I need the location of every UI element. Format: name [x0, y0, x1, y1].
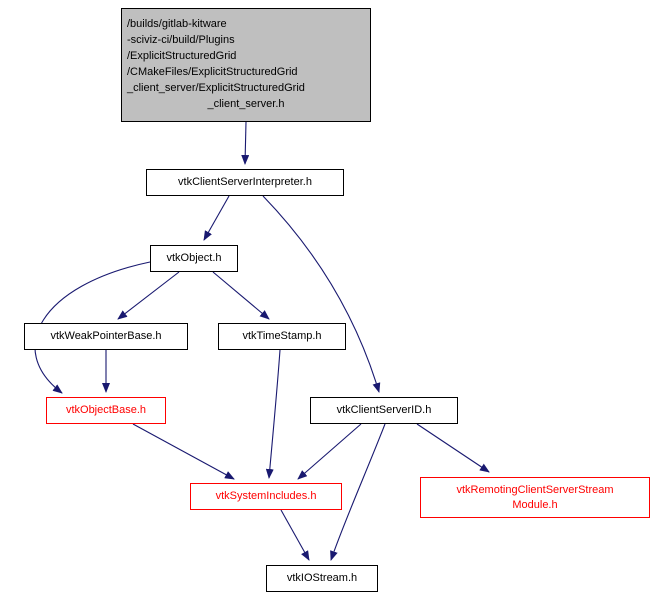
- node-label-line: _client_server.h: [207, 97, 285, 110]
- edge-vtkObjectBase-h-to-vtkSystemIncludes-h: [132, 423, 235, 480]
- node-label-line: Module.h: [512, 498, 558, 511]
- graph-node-root-file: /builds/gitlab-kitware -sciviz-ci/build/P…: [121, 8, 371, 122]
- graph-node-vtkClientServerInterpreter-h[interactable]: vtkClientServerInterpreter.h: [146, 169, 344, 196]
- node-label-line: vtkTimeStamp.h: [242, 330, 322, 343]
- edge-vtkClientServerInterpreter-h-to-vtkObject-h: [203, 195, 230, 241]
- graph-node-vtkTimeStamp-h[interactable]: vtkTimeStamp.h: [218, 323, 346, 350]
- edge-vtkClientServerInterpreter-h-to-vtkClientServerID-h: [262, 195, 381, 393]
- node-label-line: vtkClientServerInterpreter.h: [178, 176, 312, 189]
- node-label-line: vtkObjectBase.h: [65, 404, 147, 417]
- node-label-line: vtkObject.h: [166, 252, 222, 265]
- graph-node-vtkObject-h[interactable]: vtkObject.h: [150, 245, 238, 272]
- node-label-line: vtkIOStream.h: [286, 572, 358, 585]
- edge-vtkObject-h-to-vtkWeakPointerBase-h: [117, 271, 180, 320]
- graph-node-vtkSystemIncludes-h[interactable]: vtkSystemIncludes.h: [190, 483, 342, 510]
- node-label-line: -sciviz-ci/build/Plugins: [127, 34, 235, 47]
- edge-vtkSystemIncludes-h-to-vtkIOStream-h: [280, 509, 310, 561]
- graph-node-vtkObjectBase-h[interactable]: vtkObjectBase.h: [46, 397, 166, 424]
- node-label-line: vtkRemotingClientServerStream: [456, 483, 614, 496]
- node-label-line: /CMakeFiles/ExplicitStructuredGrid: [127, 66, 298, 78]
- edge-vtkClientServerID-h-to-vtkSystemIncludes-h: [297, 423, 362, 480]
- graph-node-vtkWeakPointerBase-h[interactable]: vtkWeakPointerBase.h: [24, 323, 188, 350]
- node-label-line: vtkWeakPointerBase.h: [50, 330, 162, 343]
- edge-root-file-to-vtkClientServerInterpreter-h: [241, 121, 250, 165]
- node-label-line: _client_server/ExplicitStructuredGrid: [127, 81, 305, 94]
- edge-vtkObject-h-to-vtkObjectBase-h: [34, 261, 151, 394]
- node-label-line: /builds/gitlab-kitware: [127, 18, 227, 31]
- node-label-line: vtkSystemIncludes.h: [215, 490, 317, 503]
- graph-node-vtkIOStream-h[interactable]: vtkIOStream.h: [266, 565, 378, 592]
- graph-node-vtkClientServerID-h[interactable]: vtkClientServerID.h: [310, 397, 458, 424]
- edge-vtkObject-h-to-vtkTimeStamp-h: [212, 271, 270, 320]
- edges-group: [34, 121, 490, 561]
- edge-vtkTimeStamp-h-to-vtkSystemIncludes-h: [265, 349, 281, 479]
- edge-vtkClientServerID-h-to-vtkIOStream-h: [330, 423, 386, 561]
- edge-vtkClientServerID-h-to-vtkRemotingClientServerStreamModule-h: [416, 423, 490, 473]
- node-label-line: vtkClientServerID.h: [336, 404, 432, 417]
- node-label-line: /ExplicitStructuredGrid: [127, 50, 237, 63]
